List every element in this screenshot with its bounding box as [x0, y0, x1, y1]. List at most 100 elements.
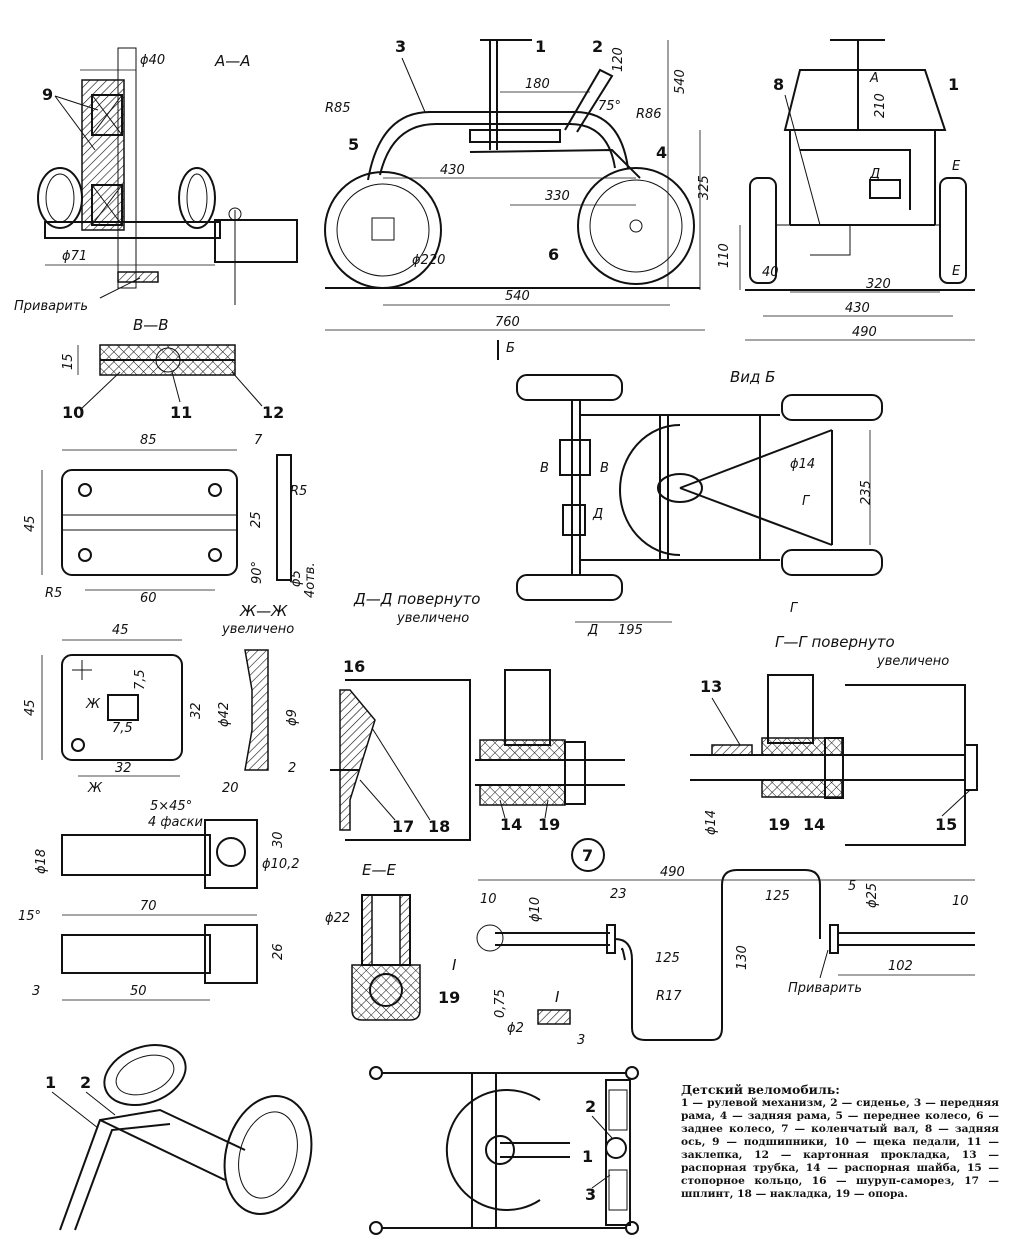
part-label-rear-1: 1: [948, 75, 959, 94]
rear-wheel: [577, 167, 695, 285]
part-label-19-gg: 19: [768, 815, 790, 834]
dim-d10-2: ϕ10,2: [262, 857, 300, 872]
pedal-axle: [61, 834, 211, 876]
dim-r17: R17: [656, 989, 682, 1004]
axle-tube: [44, 221, 221, 239]
dim-d5: ϕ5: [289, 570, 304, 587]
dim-d40: ϕ40: [140, 53, 165, 68]
part-label-17: 17: [392, 817, 414, 836]
cover-plate: [339, 689, 376, 831]
side-view: 1 2 3 4 5 6 R85 R86 180 120 75° 430 330 …: [324, 37, 705, 360]
part-label-7-circle: [571, 838, 605, 872]
rear-frame: [469, 148, 641, 179]
section-zhzh: Ж—Ж увеличено 45 45 7,5 7,5 32 32 Ж Ж ϕ4…: [23, 602, 300, 796]
part-label-14: 14: [500, 815, 522, 834]
dim-30: 30: [271, 831, 286, 848]
part-label-plan-3: 3: [585, 1185, 596, 1204]
note-weld-1: Приварить: [14, 299, 88, 314]
dim-2: 2: [288, 761, 296, 776]
section-dd: Д—Д повернуто увеличено 16 17 18 14 19: [330, 590, 625, 841]
marker-v-right: В: [600, 461, 609, 476]
detail-i-title: I: [555, 988, 560, 1006]
caption-title: Детский веломобиль:: [681, 1082, 840, 1097]
part-label-16: 16: [343, 657, 365, 676]
section-gg-subtitle: увеличено: [876, 654, 949, 669]
dim-45a: 45: [23, 515, 38, 532]
wheel-hub-section: [214, 219, 298, 263]
dim-110: 110: [717, 243, 732, 268]
rear-view: 1 8 А Д Е Е 210 110 325 40 320 430 490: [697, 39, 975, 341]
part-label-1: 1: [535, 37, 546, 56]
iso-frame: [59, 1108, 246, 1231]
caption: Детский веломобиль: 1 — рулевой механизм…: [681, 1082, 999, 1201]
dim-r85: R85: [325, 101, 351, 116]
bracket-section: [244, 649, 269, 771]
dim-d14-gg: ϕ14: [704, 810, 719, 835]
support-lower: [479, 784, 566, 806]
crank-throw: [614, 869, 821, 1041]
dim-3b: 3: [577, 1033, 585, 1048]
section-aa: А—А ϕ40 ϕ71 9 Приварить: [14, 47, 298, 314]
dim-760: 760: [495, 315, 520, 330]
dim-40: 40: [762, 265, 779, 280]
spacer-tube: [711, 744, 753, 756]
section-vv-title: В—В: [133, 316, 169, 334]
dim-15: 15: [61, 353, 76, 370]
marker-g-top: Г: [802, 494, 811, 509]
pedal-plate: 85 7 45 25 R5 R5 60 90° ϕ5 4отв.: [23, 433, 318, 606]
dim-d14: ϕ14: [790, 457, 815, 472]
section-ee: Е—Е ϕ22 19: [325, 861, 460, 1021]
dim-d71: ϕ71: [62, 249, 87, 264]
dim-75deg: 75°: [598, 99, 621, 114]
plan-seat-mount: [605, 1137, 627, 1159]
view-arrow-b: Б: [506, 341, 515, 356]
dim-5b: 5: [848, 879, 856, 894]
part-label-10: 10: [62, 403, 84, 422]
dim-r86: R86: [636, 107, 662, 122]
dim-330: 330: [545, 189, 570, 204]
dim-210: 210: [873, 93, 888, 118]
dim-70: 70: [140, 899, 157, 914]
marker-i: I: [452, 956, 457, 974]
rear-right-wheel: [939, 177, 967, 284]
dim-490-crank: 490: [660, 865, 685, 880]
front-wheel: [324, 171, 442, 289]
plate-outline: [61, 469, 238, 576]
part-label-4: 4: [656, 143, 667, 162]
part-label-5: 5: [348, 135, 359, 154]
section-gg: Г—Г повернуто увеличено 13 ϕ14 19 14 15: [690, 633, 978, 846]
pedal-left: [37, 167, 83, 229]
dim-10c: 10: [952, 894, 969, 909]
dim-120: 120: [611, 47, 626, 72]
plan-steering-wheel: [445, 1089, 541, 1211]
support-gg-upper: [761, 737, 843, 756]
part-label-14-gg: 14: [803, 815, 825, 834]
dim-102: 102: [888, 959, 913, 974]
dim-7-5b: 7,5: [112, 721, 133, 736]
dim-d9: ϕ9: [285, 709, 300, 726]
dim-320: 320: [866, 277, 891, 292]
part-label-19: 19: [538, 815, 560, 834]
part-label-12: 12: [262, 403, 284, 422]
crankshaft: 7 490 10 ϕ10 23 125 125 5 ϕ25 10 130 102…: [452, 838, 975, 1048]
seat: [564, 68, 614, 133]
dim-85: 85: [140, 433, 157, 448]
section-dd-title: Д—Д повернуто: [353, 590, 480, 608]
part-label-6: 6: [548, 245, 559, 264]
dim-490: 490: [852, 325, 877, 340]
dim-26: 26: [271, 943, 286, 960]
caption-legend: 1 — рулевой механизм, 2 — сиденье, 3 — п…: [681, 1097, 999, 1200]
section-dd-subtitle: увеличено: [396, 611, 469, 626]
part-label-iso-1: 1: [45, 1073, 56, 1092]
dim-d25: ϕ25: [865, 883, 880, 908]
dim-32-vertical: 32: [189, 702, 204, 719]
bearing-top: [91, 94, 123, 136]
detail-i-shaft: [537, 1009, 571, 1025]
plan-view: 1 2 3: [369, 1066, 639, 1235]
dim-d220: ϕ220: [412, 253, 445, 268]
marker-v-left: В: [540, 461, 549, 476]
isometric-view: 1 2: [45, 1044, 313, 1231]
detail-i-circle: [476, 924, 504, 952]
dim-7: 7: [254, 433, 263, 448]
